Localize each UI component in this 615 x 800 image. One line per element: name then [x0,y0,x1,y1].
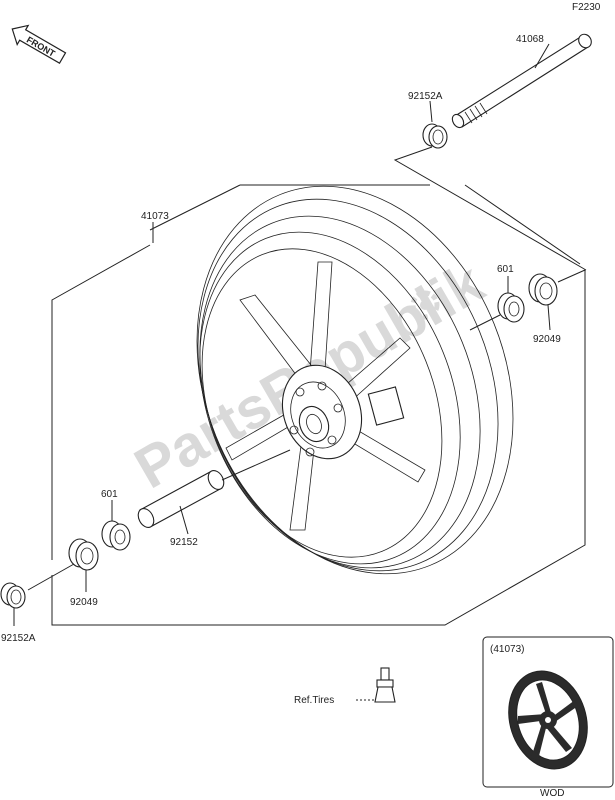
collar-top [422,123,448,149]
label-spacer: 92152 [170,537,198,548]
leader-seal-right [547,304,551,331]
axis-line-right [469,314,501,331]
inset-code: WOD [540,788,564,799]
label-collar-top: 92152A [408,91,443,102]
label-bearing-left: 601 [101,489,118,500]
tire-valve-icon [374,667,396,703]
label-valve-ref: Ref.Tires [294,695,334,706]
inset-panel: (41073) WOD [482,636,614,799]
label-seal-right: 92049 [533,334,561,345]
leader-collar-top [429,100,433,123]
figure-code: F2230 [572,2,601,13]
axis-line-left [27,563,75,591]
label-collar-bottom: 92152A [1,633,36,644]
bearing-left [101,520,131,551]
inset-title: (41073) [490,644,524,655]
front-arrow-icon: FRONT [11,24,67,65]
label-seal-left: 92049 [70,597,98,608]
assembly-outline [51,184,586,626]
label-axle: 41068 [516,34,544,45]
axis-line-center [221,449,291,481]
label-bearing-right: 601 [497,264,514,275]
bearing-right [497,292,525,323]
inset-wheel [508,670,588,770]
leader-axle [534,43,550,69]
spacer [137,470,225,528]
seal-left [68,538,99,571]
collar-bottom [0,582,26,609]
leader-spacer [179,505,189,535]
wheel [196,185,514,575]
label-wheel: 41073 [141,211,169,222]
seal-right [528,273,558,306]
axis-line-top [393,146,587,271]
axle [451,33,592,129]
